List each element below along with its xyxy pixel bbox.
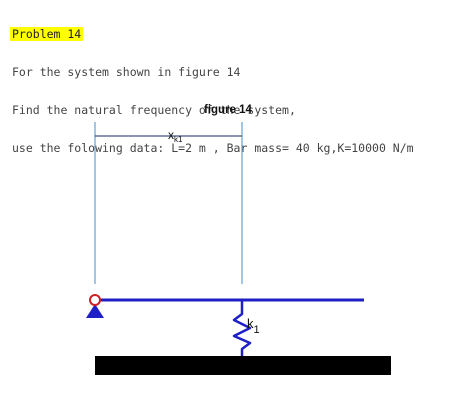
spring [232, 300, 252, 356]
pin-support-triangle [86, 304, 104, 318]
problem-line-2: Find the natural frequency of the system… [12, 103, 296, 117]
dimension-label: xk1 [168, 128, 183, 144]
spring-label: k1 [247, 316, 260, 336]
figure-title: figure 14 [204, 104, 252, 116]
pin-joint [89, 294, 101, 306]
problem-line-1: For the system shown in figure 14 [12, 65, 241, 79]
problem-title: Problem 14 [10, 27, 84, 41]
ground-block [95, 356, 391, 375]
